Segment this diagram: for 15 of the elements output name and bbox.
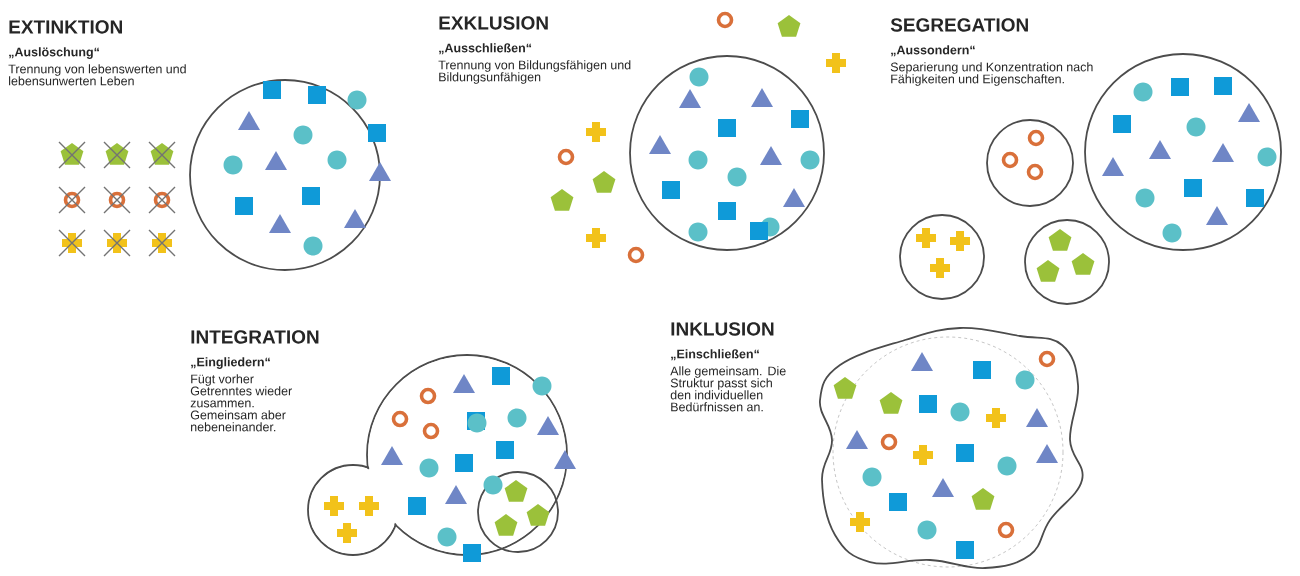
heading: INKLUSION [671, 322, 774, 336]
description: Alle gemeinsam. Die Struktur passt sich den individuellen Bedürfnissen an. [670, 366, 786, 412]
description: Trennung von Bildungsfähigen und Bildungsunfähigen [438, 60, 631, 84]
heading: INTEGRATION [191, 330, 319, 344]
description: Fügt vorher Getrenntes wieder zusammen. Gemeinsam aber nebeneinander. [190, 374, 292, 432]
description: Separierung und Konzentration nach Fähigkeiten und Eigenschaften. [890, 62, 1093, 86]
heading: EXTINKTION [9, 20, 122, 34]
subheading: „Aussondern“ [891, 45, 975, 57]
heading: SEGREGATION [890, 18, 1028, 32]
subheading: „Eingliedern“ [191, 357, 270, 369]
description: Trennung von lebenswerten und lebensunwerten Leben [8, 64, 186, 86]
subheading: „Ausschließen“ [439, 43, 532, 55]
heading: EXKLUSION [439, 16, 548, 30]
subheading: „Einschließen“ [671, 349, 759, 361]
subheading: „Auslöschung“ [9, 47, 99, 59]
